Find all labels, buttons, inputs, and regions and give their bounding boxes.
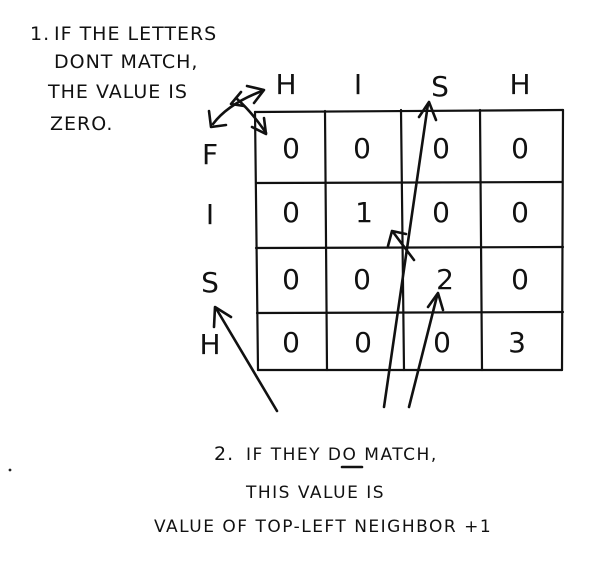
grid-line-col-2 — [399, 108, 406, 372]
cell-r1-c4: 0 — [511, 132, 529, 165]
cell-r1-c1: 0 — [282, 132, 300, 165]
cell-r4-c1: 0 — [282, 326, 300, 359]
cell-r4-c3: 0 — [433, 326, 451, 359]
cell-r4-c4: 3 — [508, 326, 526, 359]
arrow-to-neighbor-icon — [386, 229, 416, 262]
arrow-to-column-s-head — [417, 100, 438, 122]
note-bottom-line-1-post: MATCH, — [357, 445, 437, 465]
arrow-to-value-two-shaft — [407, 294, 439, 409]
column-letter-2: I — [354, 68, 362, 101]
grid-line-top — [253, 108, 565, 114]
cell-r2-c3: 0 — [432, 196, 450, 229]
cell-r2-c1: 0 — [282, 196, 300, 229]
cell-r2-c4: 0 — [511, 196, 529, 229]
cell-r2-c2: 1 — [355, 196, 373, 229]
grid-line-right — [560, 108, 565, 372]
row-letter-4: H — [199, 328, 220, 361]
row-letter-1: F — [202, 138, 218, 171]
row-letter-2: I — [206, 198, 214, 231]
note-bottom-line-1-emphasis: DO — [328, 445, 357, 465]
arrow-to-value-two-icon — [407, 291, 445, 409]
note-bottom-line-3: VALUE OF TOP-LEFT NEIGHBOR +1 — [154, 517, 492, 537]
cell-r4-c2: 0 — [354, 326, 372, 359]
grid-cells: 0 0 0 0 0 1 0 0 0 0 2 0 0 0 0 3 — [282, 132, 529, 359]
arrow-to-row-s-icon — [212, 305, 279, 413]
note-bottom-number: 2. — [214, 443, 234, 465]
note-top-line-4: ZERO. — [50, 113, 113, 135]
cell-r1-c2: 0 — [353, 132, 371, 165]
cell-r3-c3: 2 — [436, 263, 454, 296]
note-bottom-line-1-pre: IF THEY — [246, 445, 328, 465]
note-bottom-line-2: THIS VALUE IS — [245, 483, 385, 503]
grid-line-col-1 — [323, 109, 329, 372]
column-letter-1: H — [275, 68, 296, 101]
grid-line-row-2 — [254, 245, 565, 250]
note-top-number: 1. — [30, 23, 50, 45]
double-arrow-head-top — [245, 84, 266, 105]
row-letters: F I S H — [199, 138, 220, 361]
cell-r3-c1: 0 — [282, 263, 300, 296]
arrow-to-row-s-head — [212, 305, 233, 329]
arrow-to-value-two-head — [426, 291, 445, 312]
note-top: 1. IF THE LETTERS DONT MATCH, THE VALUE … — [30, 23, 217, 135]
arrows — [207, 84, 445, 413]
stray-dot — [8, 468, 12, 472]
arrow-to-column-s-icon — [382, 100, 438, 409]
cell-r3-c4: 0 — [511, 263, 529, 296]
grid-line-left — [253, 110, 260, 372]
double-arrow-head-bottom — [207, 109, 228, 129]
note-top-line-2: DONT MATCH, — [54, 51, 198, 73]
column-letter-4: H — [509, 68, 530, 101]
arrow-to-row-s-shaft — [215, 308, 279, 413]
double-arrow-head-right — [250, 116, 268, 136]
note-bottom-line-1: IF THEY DO MATCH, — [246, 445, 438, 465]
arrow-to-column-s-shaft — [382, 102, 430, 409]
double-arrow-icon — [207, 84, 268, 136]
column-letters: H I S H — [275, 68, 530, 103]
note-top-line-3: THE VALUE IS — [47, 81, 188, 103]
grid — [253, 108, 565, 372]
grid-line-row-3 — [255, 310, 565, 315]
arrow-to-neighbor-head — [386, 229, 408, 248]
cell-r1-c3: 0 — [432, 132, 450, 165]
arrow-to-neighbor-shaft — [391, 230, 416, 262]
grid-line-col-3 — [478, 108, 484, 372]
column-letter-3: S — [431, 70, 449, 103]
cell-r3-c2: 0 — [353, 263, 371, 296]
note-bottom: 2. IF THEY DO MATCH, THIS VALUE IS VALUE… — [154, 443, 492, 537]
double-arrow-head-left — [229, 90, 246, 108]
double-arrow-shaft-2 — [234, 96, 268, 135]
double-arrow-shaft — [211, 89, 264, 126]
row-letter-3: S — [201, 266, 219, 299]
note-top-line-1: IF THE LETTERS — [54, 23, 217, 45]
grid-line-row-1 — [254, 180, 564, 185]
